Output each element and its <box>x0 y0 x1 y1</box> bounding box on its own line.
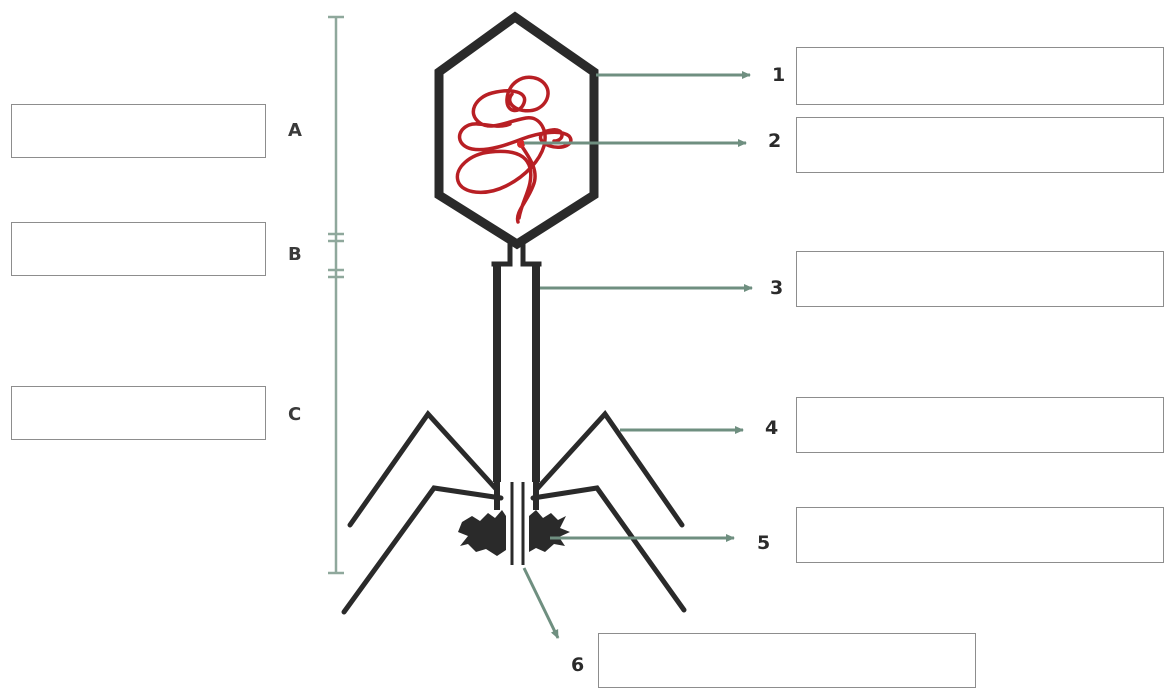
answer-box-2[interactable] <box>796 117 1164 173</box>
label-c: C <box>288 404 302 425</box>
tail-core <box>510 482 525 565</box>
tail-sheath <box>493 264 540 482</box>
pointer-arrows <box>522 71 753 639</box>
answer-box-b[interactable] <box>11 222 266 276</box>
answer-box-1[interactable] <box>796 47 1164 105</box>
label-b: B <box>288 244 302 265</box>
label-a: A <box>288 120 302 141</box>
dna-point <box>517 140 525 148</box>
answer-box-5[interactable] <box>796 507 1164 563</box>
label-6: 6 <box>571 654 585 676</box>
dna-coil <box>455 75 573 224</box>
arrow-6 <box>522 567 560 639</box>
label-1: 1 <box>772 64 786 86</box>
dimension-bar <box>328 15 344 575</box>
answer-box-c[interactable] <box>11 386 266 440</box>
answer-box-a[interactable] <box>11 104 266 158</box>
answer-box-6[interactable] <box>598 633 976 688</box>
capsid-head <box>434 11 599 250</box>
tail-fibers <box>341 409 687 615</box>
answer-box-3[interactable] <box>796 251 1164 307</box>
label-3: 3 <box>770 277 784 299</box>
answer-box-4[interactable] <box>796 397 1164 453</box>
label-2: 2 <box>768 130 782 152</box>
label-5: 5 <box>757 532 771 554</box>
label-4: 4 <box>765 417 779 439</box>
